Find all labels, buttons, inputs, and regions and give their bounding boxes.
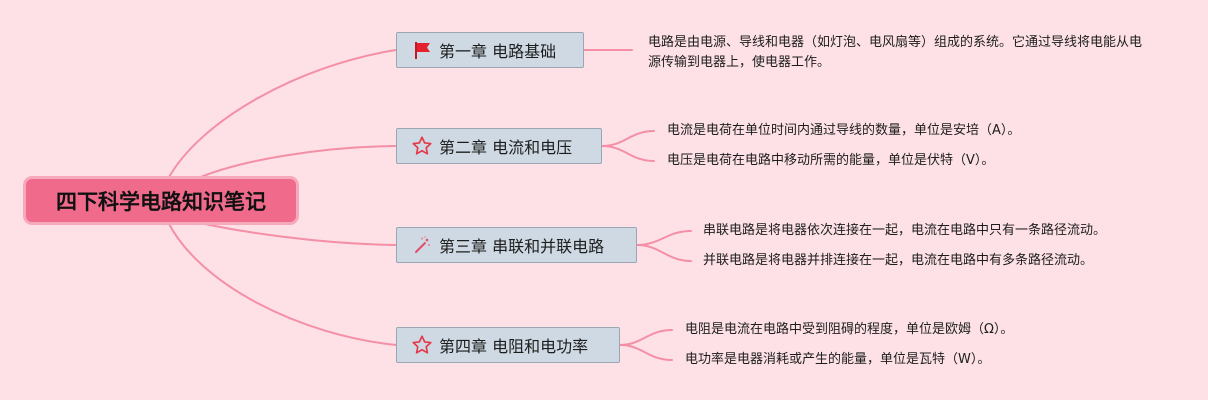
magic-wand-icon [411,234,433,256]
chapter-2-note-1[interactable]: 电流是电荷在单位时间内通过导线的数量，单位是安培（A）。 [667,123,1021,138]
chapter-3-note-1[interactable]: 串联电路是将电器依次连接在一起，电流在电路中只有一条路径流动。 [703,223,1107,238]
red-flag-icon [411,39,433,61]
star-outline-icon [411,135,433,157]
chapter-2-node[interactable]: 第二章 电流和电压 [396,128,602,164]
star-outline-icon [411,334,433,356]
chapter-4-note-2[interactable]: 电功率是电器消耗或产生的能量，单位是瓦特（W）。 [685,352,991,367]
root-topic[interactable]: 四下科学电路知识笔记 [26,179,296,222]
chapter-3-label: 第三章 串联和并联电路 [439,237,605,256]
chapter-1-label: 第一章 电路基础 [439,42,557,61]
chapter-1-node[interactable]: 第一章 电路基础 [396,32,584,68]
chapter-2-note-2[interactable]: 电压是电荷在电路中移动所需的能量，单位是伏特（V）。 [667,153,995,168]
chapter-3-node[interactable]: 第三章 串联和并联电路 [396,227,637,263]
chapter-1-note-1[interactable]: 电路是由电源、导线和电器（如灯泡、电风扇等）组成的系统。它通过导线将电能从电源传… [648,35,1143,70]
chapter-4-note-1[interactable]: 电阻是电流在电路中受到阻碍的程度，单位是欧姆（Ω）。 [685,322,1014,337]
root-topic-label: 四下科学电路知识笔记 [56,189,266,214]
chapter-4-label: 第四章 电阻和电功率 [439,337,589,356]
chapter-3-note-2[interactable]: 并联电路是将电器并排连接在一起，电流在电路中有多条路径流动。 [703,253,1094,268]
chapter-2-label: 第二章 电流和电压 [439,138,573,157]
chapter-4-node[interactable]: 第四章 电阻和电功率 [396,327,620,363]
